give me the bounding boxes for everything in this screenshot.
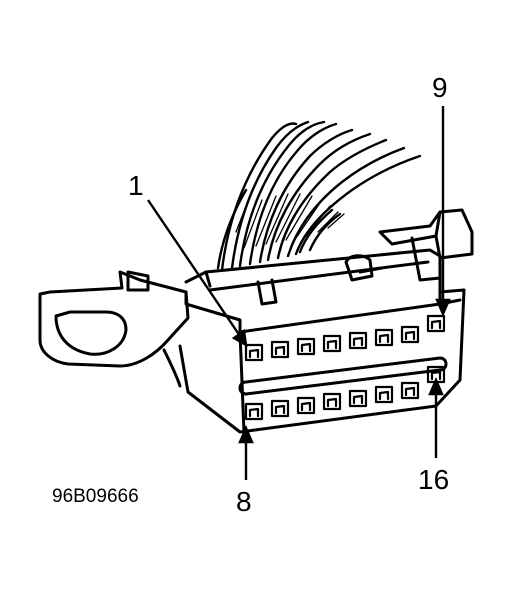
- leader-arrows: [147, 106, 451, 480]
- wire-bundle: [216, 120, 422, 272]
- pin-label-8: 8: [236, 486, 252, 517]
- top-row-cavities: [244, 314, 446, 362]
- connector-center-slot: [238, 356, 448, 396]
- pin-label-9: 9: [432, 72, 448, 103]
- pin-label-1: 1: [128, 170, 144, 201]
- bottom-row-cavities: [244, 365, 446, 421]
- pin-label-16: 16: [418, 464, 450, 495]
- wire-strands-detail: [235, 193, 345, 249]
- figure-code: 96B09666: [52, 486, 139, 507]
